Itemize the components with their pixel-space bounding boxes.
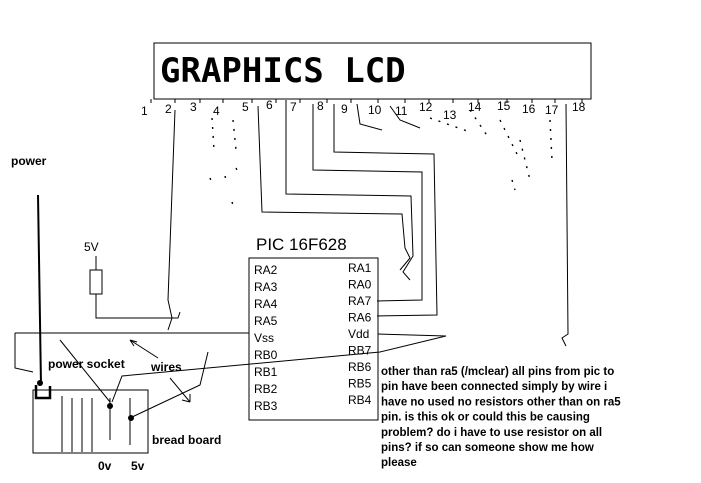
annotations: power socket wires xyxy=(48,339,191,403)
power-wires xyxy=(14,332,447,419)
lcd-pin-1-label: 1 xyxy=(141,104,148,118)
bread-board-body xyxy=(32,389,149,454)
pic-pin-ra7: RA7 xyxy=(348,294,372,308)
lcd-pin-13-label: 13 xyxy=(443,108,457,122)
lcd-pin-4-label: 4 xyxy=(213,104,220,118)
note-line: have no used no resistors other than on … xyxy=(381,396,621,408)
lcd-pin-7-label: 7 xyxy=(290,100,297,114)
pic-body xyxy=(248,257,379,421)
note-line: problem? do i have to use resistor on al… xyxy=(381,427,602,439)
lcd-title: GRAPHICS LCD xyxy=(160,51,406,91)
lcd-pin-17-label: 17 xyxy=(545,103,559,117)
question-note: other than ra5 (/mclear) all pins from p… xyxy=(381,366,621,469)
power-cable xyxy=(37,194,42,386)
rail-node-5v xyxy=(128,415,134,421)
pic-pin-ra0: RA0 xyxy=(348,278,372,292)
resistor-to-ra5 xyxy=(95,294,181,319)
wires-arrow-up xyxy=(129,339,159,359)
resistor-5v: 5V xyxy=(84,240,181,319)
plug-tip xyxy=(37,380,43,386)
wire-5v-rail xyxy=(129,351,209,419)
wire-vss-loop xyxy=(14,333,34,373)
lcd-pin-2-label: 2 xyxy=(165,102,172,116)
pic-pin-rb6: RB6 xyxy=(348,360,372,374)
pic-pin-ra4: RA4 xyxy=(254,297,278,311)
lcd-pin-16-label: 16 xyxy=(522,102,536,116)
pic-pin-rb4: RB4 xyxy=(348,393,372,407)
pic-pin-rb7: RB7 xyxy=(348,344,372,358)
dotted-wires-right xyxy=(429,109,553,191)
lcd-pin-8-label: 8 xyxy=(317,99,324,113)
pic-pin-rb3: RB3 xyxy=(254,399,278,413)
pic-pin-rb2: RB2 xyxy=(254,382,278,396)
pic-pin-rb1: RB1 xyxy=(254,365,278,379)
wire-vdd xyxy=(111,333,447,403)
pic-pin-ra6: RA6 xyxy=(348,311,372,325)
bread-board: bread board 0v 5v xyxy=(32,389,221,473)
wire-lcd-pin10 xyxy=(356,103,383,131)
label-bread-board: bread board xyxy=(152,433,221,447)
pic-pin-rb5: RB5 xyxy=(348,377,372,391)
lcd-pin-18-label: 18 xyxy=(572,100,586,114)
rail-node-0v xyxy=(107,403,113,409)
pic-pin-vss: Vss xyxy=(254,331,274,345)
pic-pin-ra1: RA1 xyxy=(348,261,372,275)
lcd-pin-6-label: 6 xyxy=(266,98,273,112)
label-power: power xyxy=(11,154,47,168)
lcd-pin-10-label: 10 xyxy=(368,103,382,117)
label-0v: 0v xyxy=(98,459,112,473)
lcd-pin-12-label: 12 xyxy=(419,100,433,114)
dotted-wires-left xyxy=(209,117,239,209)
resistor-body xyxy=(89,269,103,295)
lcd-to-pic-wires xyxy=(167,100,569,347)
pic-pin-ra2: RA2 xyxy=(254,263,278,277)
power-lead: power xyxy=(11,154,52,400)
wire-lcd-pin7 xyxy=(285,100,414,281)
pic-pin-vdd: Vdd xyxy=(348,327,369,341)
lcd-pin-9-label: 9 xyxy=(341,102,348,116)
label-5v-rail: 5v xyxy=(131,459,145,473)
power-plug xyxy=(34,385,52,400)
wire-lcd-pin11 xyxy=(389,105,421,129)
label-5v: 5V xyxy=(84,240,99,254)
note-line: please xyxy=(381,457,417,469)
wire-lcd-pin6 xyxy=(257,105,411,271)
pic-pin-ra5: RA5 xyxy=(254,314,278,328)
pic-title: PIC 16F628 xyxy=(256,235,347,254)
note-line: pin have been connected simply by wire i xyxy=(381,381,607,393)
pic-pin-ra3: RA3 xyxy=(254,280,278,294)
wire-lcd-pin9 xyxy=(333,104,438,317)
note-line: other than ra5 (/mclear) all pins from p… xyxy=(381,366,614,378)
wire-lcd-pin2 xyxy=(167,109,176,331)
lcd-pin-14-label: 14 xyxy=(468,100,482,114)
wire-lcd-pin18 xyxy=(561,103,569,347)
lcd-pin-11-label: 11 xyxy=(395,104,408,118)
wires-arrow-down xyxy=(169,377,191,403)
lcd-pin-15-label: 15 xyxy=(497,99,511,113)
lcd-pin-5-label: 5 xyxy=(242,100,249,114)
label-power-socket: power socket xyxy=(48,357,125,371)
note-line: pins? if so can someone show me how xyxy=(381,442,594,454)
bread-board-strips xyxy=(61,396,131,452)
wire-lcd-pin8 xyxy=(312,104,423,302)
note-line: pin. is this ok or could this be causing xyxy=(381,412,590,424)
lcd-body xyxy=(153,42,592,100)
label-wires: wires xyxy=(150,360,182,374)
wire-0v-rail xyxy=(59,339,111,403)
pic-pin-rb0: RB0 xyxy=(254,348,278,362)
lcd-pin-3-label: 3 xyxy=(190,100,197,114)
